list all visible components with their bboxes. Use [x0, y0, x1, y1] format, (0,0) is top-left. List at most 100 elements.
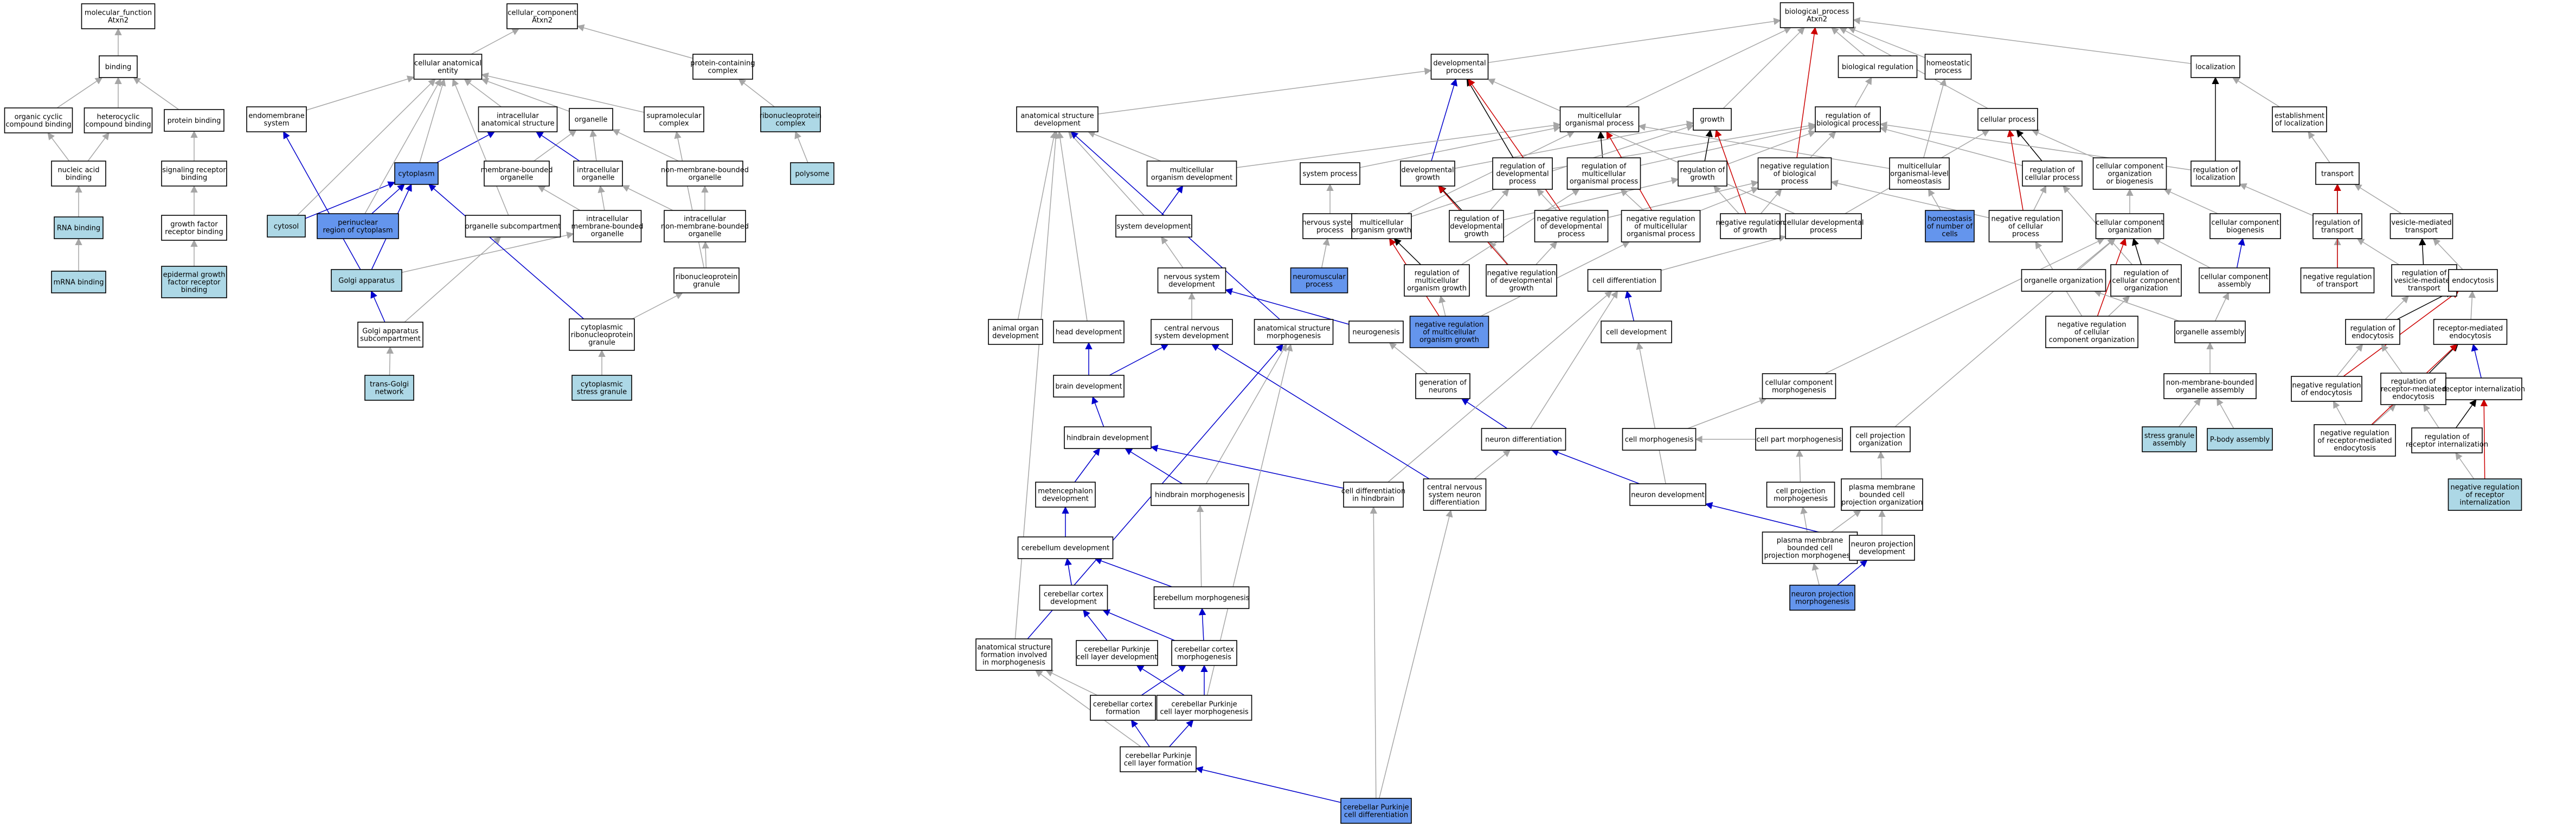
go-term-hbdev[interactable]: hindbrain development — [1064, 426, 1152, 449]
go-term-mrnab[interactable]: mRNA binding — [51, 271, 106, 293]
go-term-protbind[interactable]: protein binding — [164, 109, 224, 132]
go-term-cbdev[interactable]: cerebellum development — [1017, 536, 1114, 559]
go-term-neurogen[interactable]: neurogenesis — [1348, 321, 1404, 343]
go-term-golgi[interactable]: Golgi apparatus — [331, 269, 402, 292]
go-term-pba[interactable]: P-body assembly — [2207, 428, 2273, 451]
go-term-braindev[interactable]: brain development — [1053, 375, 1125, 398]
go-term-celldev[interactable]: cell development — [1601, 321, 1672, 343]
go-term-cytoplasm[interactable]: cytoplasm — [394, 162, 439, 185]
go-term-growth[interactable]: growth — [1693, 108, 1732, 131]
go-term-organelle[interactable]: organelle — [569, 108, 613, 131]
go-term-cellmorph[interactable]: cell morphogenesis — [1622, 428, 1697, 451]
go-term-sysdev[interactable]: system development — [1115, 215, 1192, 238]
go-term-osub[interactable]: organelle subcompartment — [465, 215, 561, 238]
go-term-polysome[interactable]: polysome — [790, 162, 834, 185]
go-term-cpm[interactable]: cell part morphogenesis — [1755, 428, 1843, 451]
go-term-headdev[interactable]: head development — [1053, 321, 1125, 343]
go-term-local[interactable]: localization — [2190, 55, 2240, 78]
go-term-orgass[interactable]: organelle assembly — [2174, 321, 2246, 343]
go-term-recint[interactable]: receptor internalization — [2443, 377, 2525, 400]
go-term-inmbo[interactable]: intracellularnon-membrane-boundedorganel… — [661, 210, 749, 242]
go-term-rnab[interactable]: RNA binding — [54, 216, 104, 239]
go-term-orgorg[interactable]: organelle organization — [2021, 269, 2106, 292]
go-term-transport[interactable]: transport — [2315, 162, 2360, 185]
go-term-binding[interactable]: binding — [99, 55, 138, 78]
go-term-hbmorph[interactable]: hindbrain morphogenesis — [1151, 483, 1249, 506]
go-term-neurdev[interactable]: neuron development — [1629, 483, 1706, 506]
go-term-neurdiff[interactable]: neuron differentiation — [1481, 428, 1566, 451]
